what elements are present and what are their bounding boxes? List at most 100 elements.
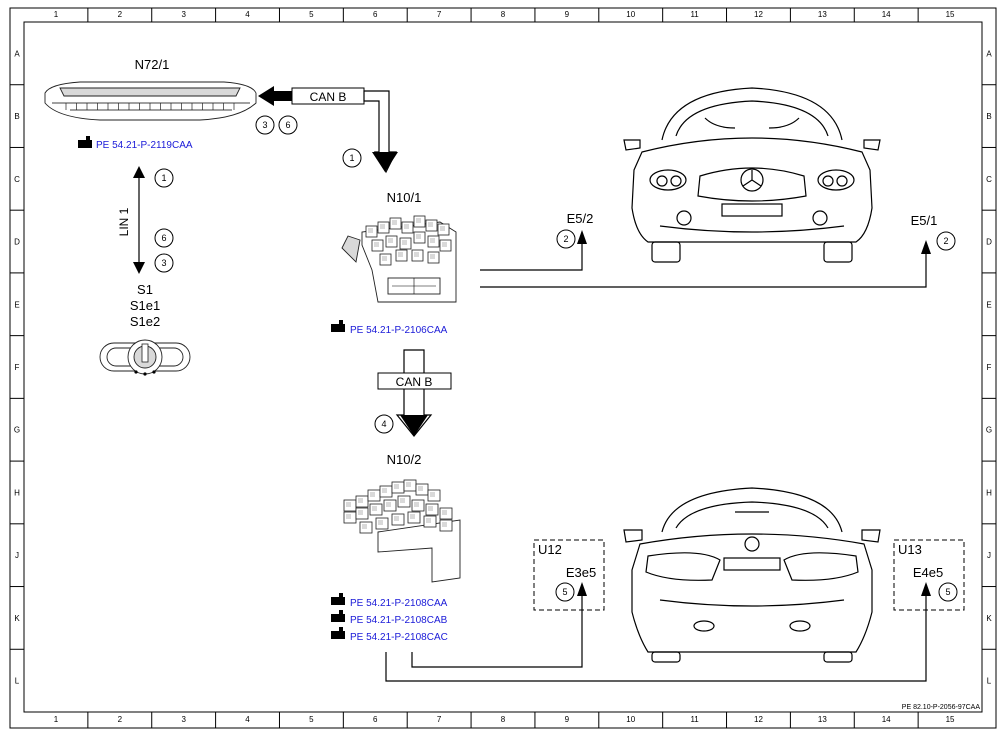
arrow-up [921, 582, 931, 596]
grid-column-label: 15 [946, 10, 955, 19]
e5-2-label: E5/2 [567, 211, 594, 226]
grid-column-label: 10 [626, 715, 635, 724]
grid-column-label: 8 [501, 10, 506, 19]
svg-text:2: 2 [563, 234, 568, 244]
n10-2-reference-b[interactable]: PE 54.21-P-2108CAB [350, 615, 448, 626]
grid-labels: 1122334455667788991010111112121313141415… [14, 10, 992, 724]
marker-5-u13: 5 [938, 582, 958, 602]
wire-to-e5-1 [480, 250, 927, 288]
s1e1-label: S1e1 [130, 298, 160, 313]
can-b-mid-box [377, 372, 452, 390]
grid-row-label: A [14, 49, 20, 58]
grid-column-label: 4 [245, 715, 250, 724]
can-b-mid-label: CAN B [396, 375, 433, 389]
grid-row-label: E [986, 300, 991, 309]
wire-to-e3e5 [411, 592, 583, 668]
grid-row-label: F [15, 363, 20, 372]
grid-row-label: B [14, 112, 19, 121]
grid-column-label: 8 [501, 715, 506, 724]
grid-row-label: C [14, 175, 20, 184]
n10-1-label: N10/1 [387, 190, 422, 205]
grid-column-label: 6 [373, 715, 378, 724]
grid-row-label: H [986, 488, 992, 497]
grid-column-label: 14 [882, 10, 891, 19]
grid-column-label: 5 [309, 715, 314, 724]
grid-column-label: 3 [181, 10, 186, 19]
wire-to-e4e5 [385, 592, 927, 682]
marker-2-e5-2: 2 [556, 229, 576, 249]
n72-1-label: N72/1 [135, 57, 170, 72]
wire-to-e5-2 [480, 240, 583, 271]
grid-row-label: J [15, 551, 19, 560]
grid-column-label: 11 [690, 715, 699, 724]
can-b-mid-arrow-head [400, 415, 428, 436]
arrow-up [921, 240, 931, 254]
grid-row-label: J [987, 551, 991, 560]
n10-1-reference[interactable]: PE 54.21-P-2106CAA [350, 325, 448, 336]
e5-1-label: E5/1 [911, 213, 938, 228]
n72-1-reference[interactable]: PE 54.21-P-2119CAA [96, 140, 193, 151]
grid-row-label: H [14, 488, 20, 497]
can-b-arrow-left [258, 86, 292, 106]
marker-1-can: 1 [342, 148, 362, 168]
grid-column-label: 1 [54, 10, 59, 19]
n10-2-label: N10/2 [387, 452, 422, 467]
grid-column-label: 2 [118, 10, 123, 19]
car-front-view [623, 87, 881, 263]
svg-text:2: 2 [943, 236, 948, 246]
marker-3-top: 3 [255, 115, 275, 135]
reference-hand-icon [78, 136, 92, 148]
svg-text:4: 4 [381, 419, 386, 429]
e4e5-label: E4e5 [913, 565, 943, 580]
grid-row-label: D [14, 238, 20, 247]
n10-2-reference-c[interactable]: PE 54.21-P-2108CAC [350, 632, 448, 643]
marker-3-lin: 3 [154, 253, 174, 273]
grid-column-label: 9 [565, 715, 570, 724]
lin-1-label: LIN 1 [117, 207, 131, 236]
grid-column-label: 12 [754, 715, 763, 724]
svg-text:3: 3 [262, 120, 267, 130]
grid-column-label: 4 [245, 10, 250, 19]
marker-4: 4 [374, 414, 394, 434]
s1-label: S1 [137, 282, 153, 297]
e3e5-label: E3e5 [566, 565, 596, 580]
outer-frame [9, 7, 997, 729]
grid-row-label: B [986, 112, 991, 121]
grid-column-label: 2 [118, 715, 123, 724]
grid-column-label: 13 [818, 715, 827, 724]
marker-1-lin: 1 [154, 168, 174, 188]
grid-row-label: G [14, 426, 20, 435]
grid-column-label: 11 [690, 10, 699, 19]
arrow-up [133, 166, 145, 178]
arrow-down [133, 262, 145, 274]
marker-6-top: 6 [278, 115, 298, 135]
grid-row-label: A [986, 49, 992, 58]
grid-row-label: D [986, 238, 992, 247]
grid-column-label: 9 [565, 10, 570, 19]
grid-row-label: C [986, 175, 992, 184]
marker-2-e5-1: 2 [936, 231, 956, 251]
arrow-up [577, 582, 587, 596]
s1e2-label: S1e2 [130, 314, 160, 329]
svg-text:6: 6 [285, 120, 290, 130]
grid-row-label: K [14, 614, 20, 623]
grid-column-label: 5 [309, 10, 314, 19]
grid-column-label: 6 [373, 10, 378, 19]
n10-2-reference-a[interactable]: PE 54.21-P-2108CAA [350, 598, 448, 609]
grid-row-label: K [986, 614, 992, 623]
n10-1-component [341, 215, 457, 303]
n10-2-component [343, 479, 461, 583]
u12-box [533, 539, 605, 611]
grid-column-label: 12 [754, 10, 763, 19]
grid-column-label: 14 [882, 715, 891, 724]
grid-column-label: 7 [437, 715, 442, 724]
marker-5-u12: 5 [555, 582, 575, 602]
marker-6-lin: 6 [154, 228, 174, 248]
car-rear-view [623, 487, 881, 663]
grid-row-label: G [986, 426, 992, 435]
s1-switch-component [99, 339, 191, 376]
grid-column-label: 3 [181, 715, 186, 724]
grid-row-label: L [987, 677, 992, 686]
n72-1-component [44, 81, 257, 121]
